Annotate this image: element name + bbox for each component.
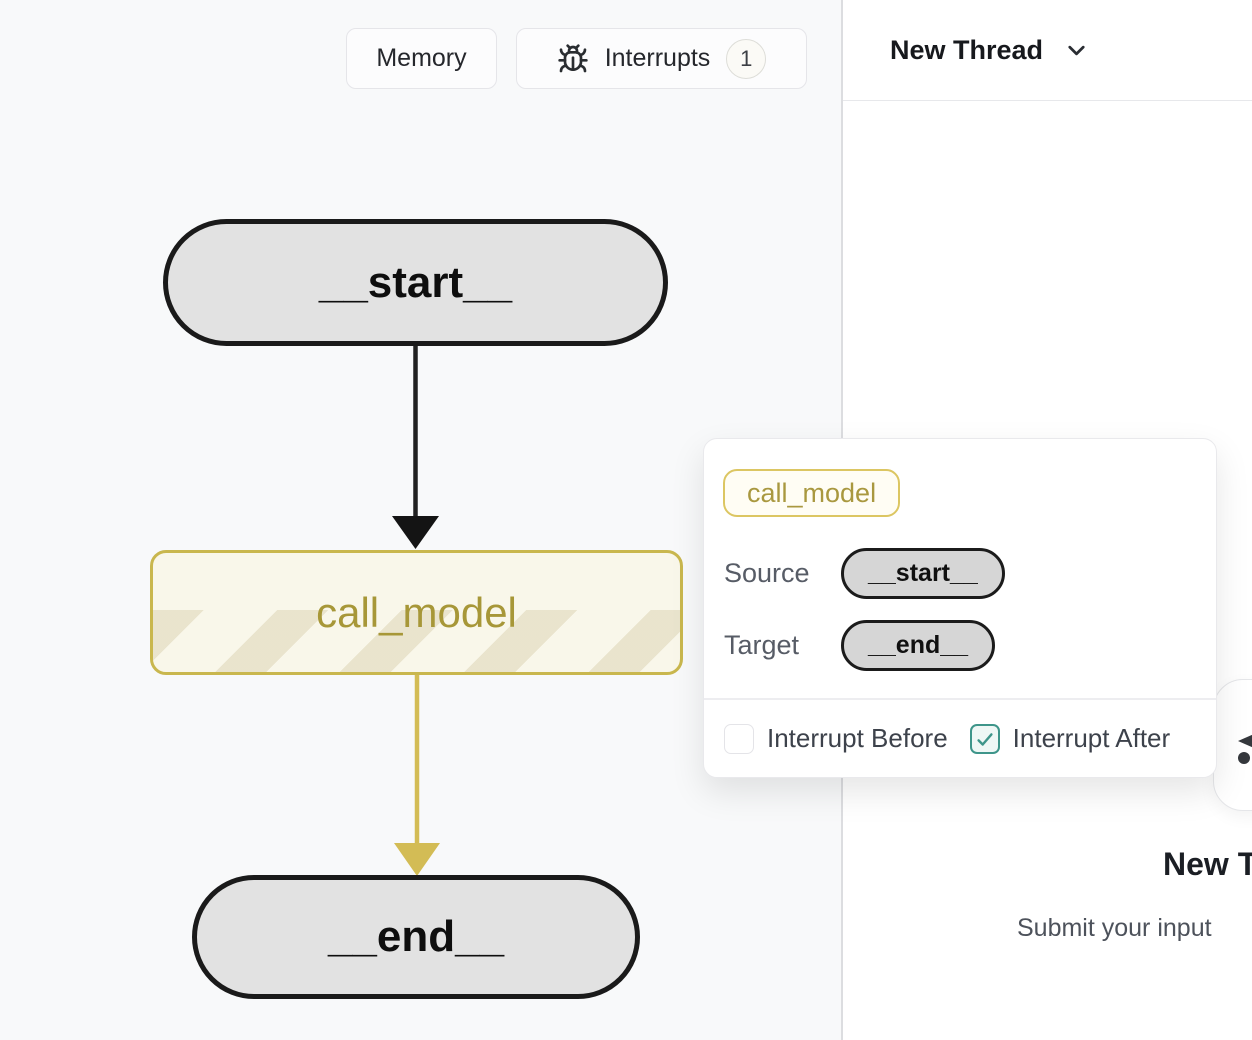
target-label: Target: [724, 630, 800, 660]
popover-node-badge-label: call_model: [747, 477, 877, 508]
interrupts-button[interactable]: Interrupts 1: [516, 28, 807, 89]
thread-panel-header: New Thread: [843, 0, 1252, 101]
edge-start-arrowhead-icon: [392, 516, 439, 549]
source-label: Source: [724, 558, 810, 588]
source-node-pill: __start__: [841, 548, 1005, 599]
interrupt-options-row: Interrupt Before Interrupt After: [724, 723, 1170, 754]
interrupt-after-checkbox[interactable]: [969, 723, 1000, 754]
source-row: Source __start__: [724, 548, 1005, 599]
interrupt-before-checkbox[interactable]: [724, 723, 754, 754]
popover-divider: [704, 698, 1216, 700]
interrupted-stripes-pattern: [153, 610, 680, 672]
checkmark-icon: [977, 732, 993, 746]
empty-state-title: New Thread: [1163, 846, 1252, 882]
graph-node-call-model[interactable]: call_model: [150, 550, 683, 675]
thread-selector[interactable]: New Thread: [890, 34, 1044, 65]
bug-icon: [558, 43, 588, 72]
target-row: Target __end__: [724, 620, 996, 671]
edge-end-arrowhead-icon: [394, 843, 440, 876]
node-start-label: __start__: [318, 257, 513, 307]
memory-button[interactable]: Memory: [346, 28, 497, 89]
empty-state-subtitle: Submit your input: [1017, 914, 1212, 942]
node-end-label: __end__: [327, 912, 505, 961]
memory-button-label: Memory: [376, 44, 467, 72]
interrupts-button-label: Interrupts: [604, 44, 711, 72]
interrupt-before-label[interactable]: Interrupt Before: [767, 723, 948, 753]
branch-icon: [1238, 734, 1252, 764]
interrupt-after-label[interactable]: Interrupt After: [1012, 723, 1171, 753]
graph-node-end[interactable]: __end__: [192, 875, 640, 999]
side-action-card[interactable]: [1213, 679, 1252, 811]
target-node-pill: __end__: [841, 620, 996, 671]
interrupts-count-badge: 1: [726, 38, 767, 79]
node-call-model-label: call_model: [316, 588, 517, 636]
node-detail-popover: call_model Source __start__ Target __end…: [703, 438, 1217, 778]
popover-node-badge: call_model: [723, 469, 901, 517]
chevron-down-icon[interactable]: [1063, 37, 1090, 64]
graph-node-start[interactable]: __start__: [163, 219, 668, 346]
